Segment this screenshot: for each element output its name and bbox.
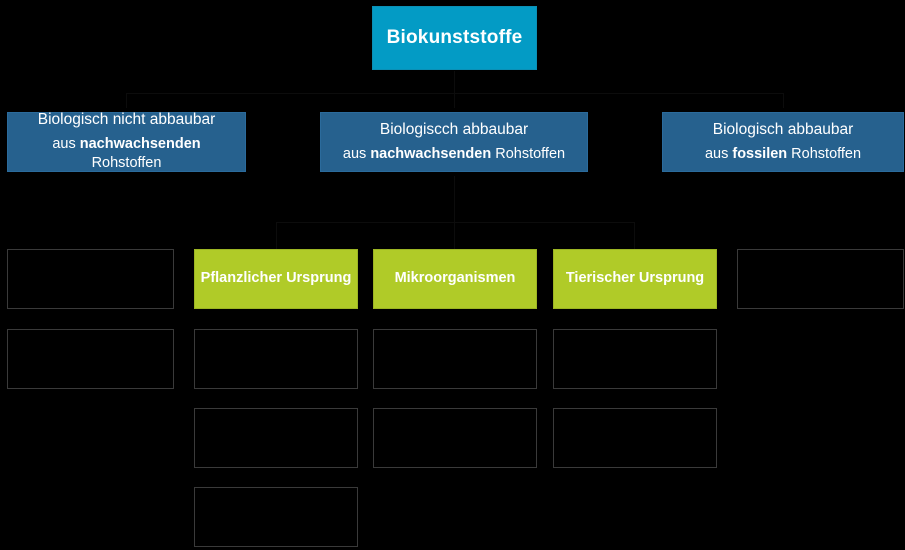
connector-to-category-3 — [783, 93, 784, 108]
connector-to-category-2 — [454, 93, 455, 108]
category-3-line2-emphasis: fossilen — [732, 145, 788, 162]
empty-node-col4-row1[interactable] — [737, 249, 904, 309]
origin-node-3-label: Tierischer Ursprung — [565, 270, 705, 287]
origin-node-mikroorganismen[interactable]: Mikroorganismen — [373, 249, 537, 309]
connector-to-origin-3 — [634, 222, 635, 249]
category-1-line2-suffix: Rohstoffen — [91, 155, 162, 172]
category-1-line2-prefix: aus — [52, 135, 80, 152]
connector-origin-bus — [276, 222, 634, 223]
empty-node-col2-row2[interactable] — [373, 329, 537, 389]
category-node-abbaubar-fossil[interactable]: Biologisch abbaubar aus fossilen Rohstof… — [662, 112, 904, 172]
empty-node-col3-row2[interactable] — [553, 329, 717, 389]
origin-node-tierischer-ursprung[interactable]: Tierischer Ursprung — [553, 249, 717, 309]
category-1-line1: Biologisch nicht abbaubar — [37, 110, 216, 128]
origin-node-1-label: Pflanzlicher Ursprung — [200, 270, 352, 287]
empty-node-col0-row2[interactable] — [7, 329, 174, 389]
origin-node-2-label: Mikroorganismen — [394, 270, 516, 287]
origin-node-pflanzlicher-ursprung[interactable]: Pflanzlicher Ursprung — [194, 249, 358, 309]
category-2-line2: aus nachwachsenden Rohstoffen — [343, 145, 565, 165]
category-3-line2-prefix: aus — [704, 145, 733, 162]
empty-node-col1-row2[interactable] — [194, 329, 358, 389]
category-node-nicht-abbaubar-nachwachsend[interactable]: Biologisch nicht abbaubar aus nachwachse… — [7, 110, 246, 174]
empty-node-col3-row3[interactable] — [553, 408, 717, 468]
category-2-line2-prefix: aus — [342, 145, 371, 162]
category-3-line2: aus fossilen Rohstoffen — [705, 145, 861, 165]
empty-node-col1-row4[interactable] — [194, 487, 358, 547]
empty-node-col2-row3[interactable] — [373, 408, 537, 468]
category-3-line2-suffix: Rohstoffen — [787, 145, 862, 162]
root-node-biokunststoffe[interactable]: Biokunststoffe — [372, 6, 537, 70]
connector-to-origin-1 — [276, 222, 277, 249]
empty-node-col0-row1[interactable] — [7, 249, 174, 309]
connector-category2-down — [454, 176, 455, 206]
category-2-line1: Biologiscch abbaubar — [379, 120, 529, 138]
connector-to-origin-2 — [454, 206, 455, 249]
connector-to-category-1 — [126, 93, 127, 108]
category-2-line2-emphasis: nachwachsenden — [370, 145, 492, 162]
category-2-line2-suffix: Rohstoffen — [491, 145, 566, 162]
category-node-abbaubar-nachwachsend[interactable]: Biologiscch abbaubar aus nachwachsenden … — [320, 112, 588, 172]
category-1-line2-emphasis: nachwachsenden — [79, 135, 201, 152]
connector-root-down — [454, 71, 455, 93]
empty-node-col1-row3[interactable] — [194, 408, 358, 468]
category-3-line1: Biologisch abbaubar — [712, 120, 854, 138]
category-1-line2: aus nachwachsenden Rohstoffen — [16, 135, 237, 174]
root-node-label: Biokunststoffe — [386, 27, 523, 49]
